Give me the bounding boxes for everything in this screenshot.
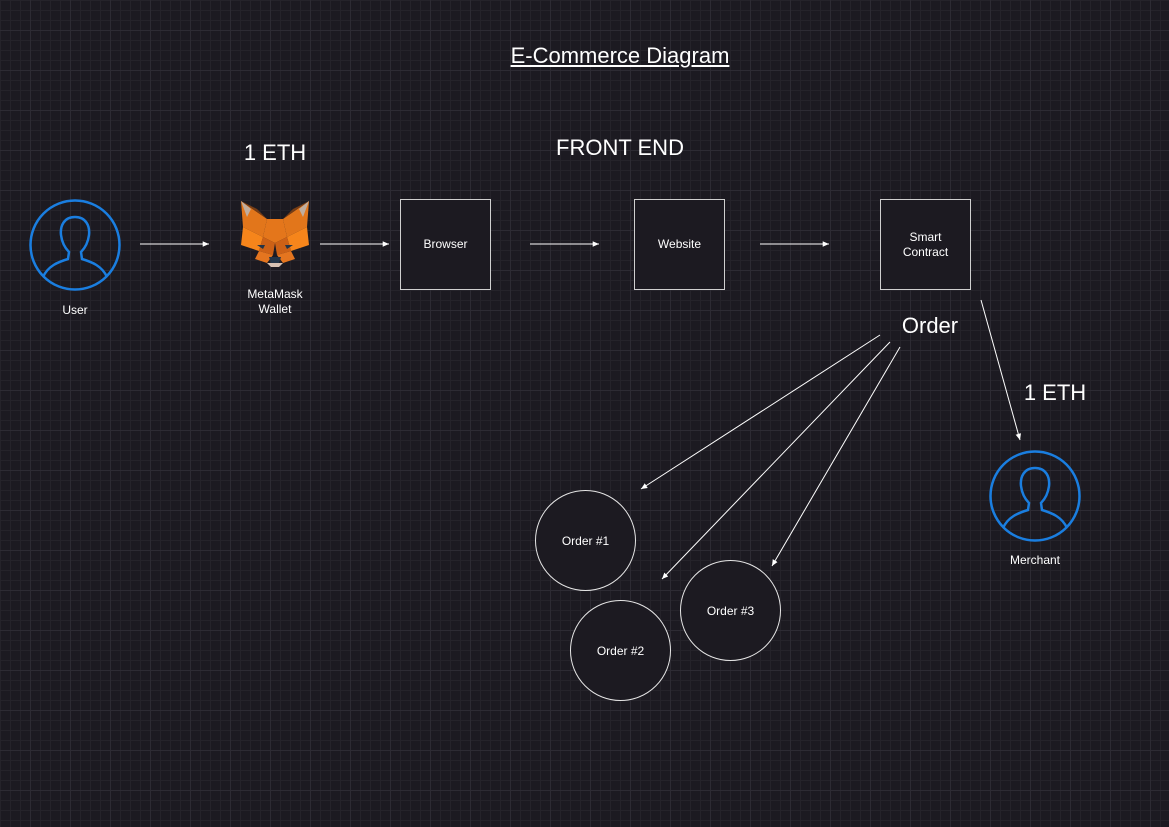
merchant-user-icon — [989, 450, 1081, 542]
order-1-node: Order #1 — [535, 490, 636, 591]
metamask-fox-icon — [241, 201, 309, 267]
front-end-label: FRONT END — [556, 135, 684, 160]
browser-label: Browser — [423, 237, 468, 251]
order-3-node: Order #3 — [680, 560, 781, 661]
arrow-contract-to-merchant — [980, 299, 1022, 441]
wallet-amount: 1 ETH — [243, 140, 307, 165]
payout-amount: 1 ETH — [1023, 380, 1087, 405]
user-icon — [29, 199, 121, 291]
arrow-order-to-order1 — [640, 334, 881, 490]
arrow-order-to-order2 — [661, 341, 891, 580]
merchant-label: Merchant — [1009, 553, 1061, 567]
website-label: Website — [657, 237, 702, 251]
order-2-label: Order #2 — [596, 643, 645, 658]
smart-contract-node: Smart Contract — [880, 199, 971, 290]
metamask-wallet-node — [237, 199, 313, 269]
order-2-node: Order #2 — [570, 600, 671, 701]
arrow-order-to-order3 — [771, 346, 901, 567]
user-label: User — [62, 303, 88, 317]
order-3-label: Order #3 — [706, 603, 755, 618]
order-label: Order — [901, 313, 959, 338]
diagram-title: E-Commerce Diagram — [510, 43, 730, 68]
merchant-node — [989, 450, 1081, 542]
order-1-label: Order #1 — [561, 533, 610, 548]
website-node: Website — [634, 199, 725, 290]
user-node — [29, 199, 121, 291]
smart-contract-label: Smart Contract — [902, 229, 949, 259]
wallet-label: MetaMask Wallet — [247, 287, 303, 316]
browser-node: Browser — [400, 199, 491, 290]
